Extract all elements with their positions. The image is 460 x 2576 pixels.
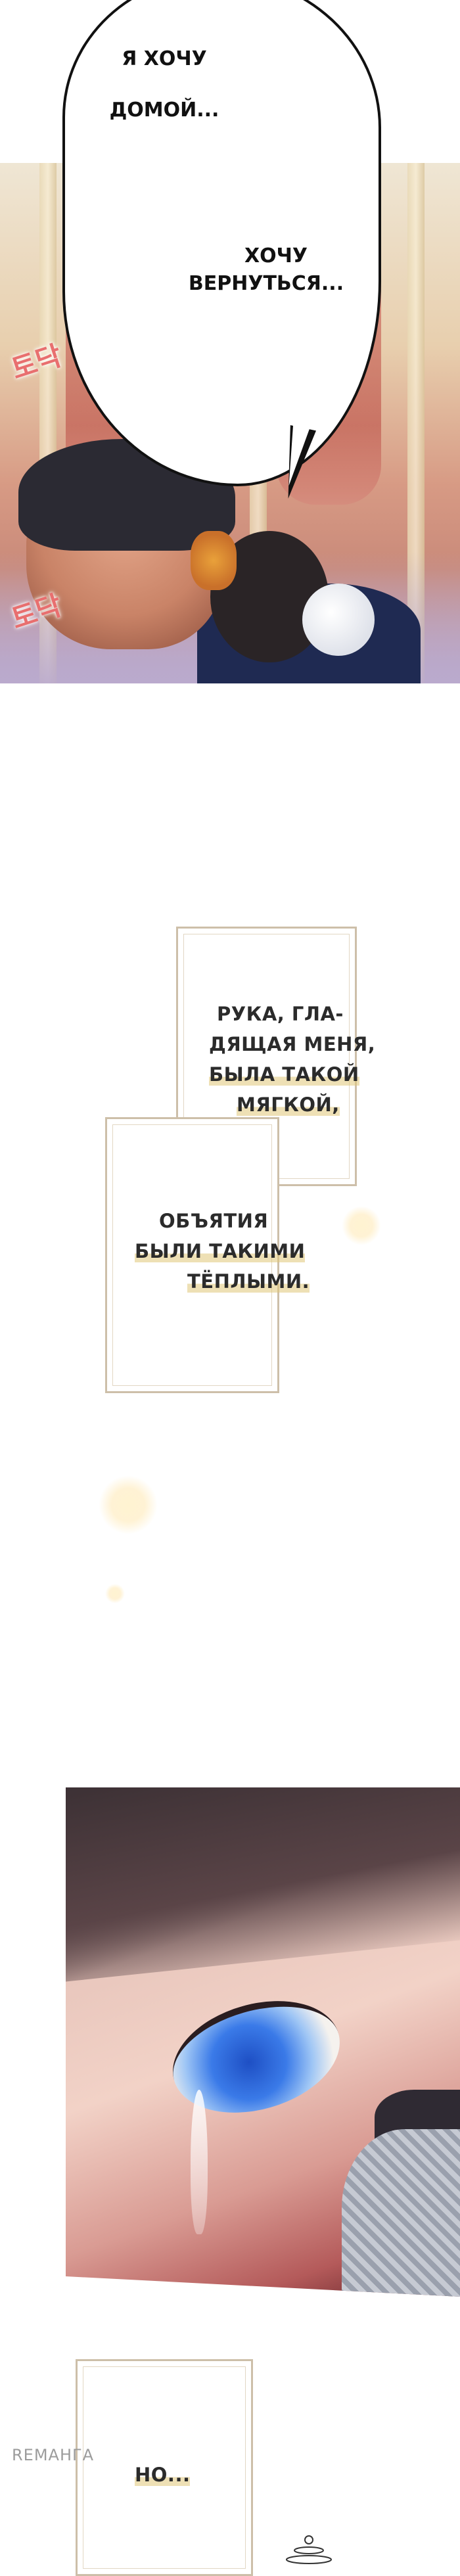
tear — [191, 2090, 208, 2234]
sparkle — [105, 1584, 125, 1603]
hair-strands — [66, 1787, 460, 1983]
speech-line-4: ВЕРНУТЬСЯ... — [188, 272, 344, 295]
narration-1-line-2: ДЯЩАЯ МЕНЯ, — [209, 1033, 376, 1055]
sfx-pat-top: 토닥 — [7, 339, 66, 386]
speech-line-3: ХОЧУ — [244, 244, 308, 267]
narration-2-line-2: БЫЛИ ТАКИМИ — [135, 1240, 306, 1262]
narration-1-line-4: МЯГКОЙ, — [237, 1093, 340, 1116]
narration-2-line-1: ОБЪЯТИЯ — [159, 1210, 269, 1232]
narration-1-line-3: БЫЛА ТАКОЙ — [209, 1063, 359, 1086]
plush-toy — [302, 584, 375, 656]
speech-line-2: ДОМОЙ... — [109, 99, 219, 122]
hair-ornament — [191, 531, 237, 590]
narration-1-line-1: РУКА, ГЛА- — [217, 1003, 344, 1025]
lace-collar — [342, 2129, 460, 2297]
narration-2-line-3: ТЁПЛЫМИ. — [187, 1270, 310, 1293]
sparkle — [99, 1475, 158, 1534]
panel-eye-closeup — [66, 1787, 460, 2297]
speech-bubble — [62, 0, 381, 486]
watermark: REMAНГА — [12, 2446, 95, 2464]
narration-3-line-1: НО... — [135, 2464, 191, 2486]
sparkle — [342, 1206, 381, 1245]
speech-line-1: Я ХОЧУ — [122, 47, 207, 70]
ornament-icon — [286, 2535, 332, 2564]
blue-eye — [159, 1983, 354, 2131]
